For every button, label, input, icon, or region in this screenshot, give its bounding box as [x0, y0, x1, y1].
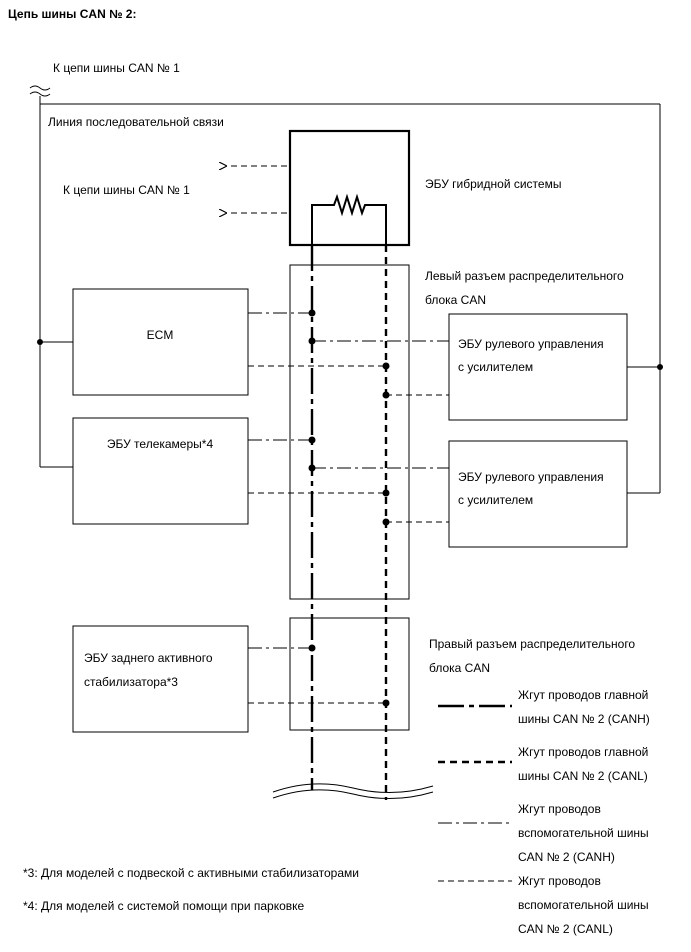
eps-ecu-1-label-1: ЭБУ рулевого управления [458, 337, 604, 351]
break-symbol-bottom [272, 783, 434, 799]
legend-main-canh-1: Жгут проводов главной [518, 688, 648, 702]
legend-main-canl-2: шины CAN № 2 (CANL) [518, 769, 648, 783]
eps-ecu-2-box [448, 440, 628, 548]
hybrid-ecu-box [288, 129, 411, 247]
legend-sub-canh-3: CAN № 2 (CANH) [518, 850, 615, 864]
rear-stab-canl-node [382, 699, 390, 707]
diagram-title: Цепь шины CAN № 2: [8, 7, 136, 21]
hybrid-ecu-label: ЭБУ гибридной системы [425, 177, 561, 191]
serial-junction-ecm [37, 339, 43, 345]
legend-sub-canl-3: CAN № 2 (CANL) [518, 922, 613, 936]
ecm-box [72, 288, 249, 396]
left-junction-box [289, 264, 410, 600]
footnote-4: *4: Для моделей с системой помощи при па… [23, 899, 305, 913]
legend-sub-canh-1: Жгут проводов [518, 802, 601, 816]
break-symbol-top [29, 85, 51, 97]
termination-resistor [311, 193, 387, 250]
rear-stab-ecu-label-2: стабилизатора*3 [84, 675, 178, 689]
eps-ecu-2-label-1: ЭБУ рулевого управления [458, 470, 604, 484]
legend-main-canl-1: Жгут проводов главной [518, 745, 648, 759]
eps-ecu-1-label-2: с усилителем [458, 360, 533, 374]
rear-stab-ecu-box [72, 625, 249, 733]
left-junction-label-2: блока CAN [425, 293, 486, 307]
legend-main-canh-2: шины CAN № 2 (CANH) [518, 712, 650, 726]
eps-ecu-2-label-2: с усилителем [458, 493, 533, 507]
legend-sub-canh-2: вспомогательной шины [518, 826, 649, 840]
camera-ecu-label: ЭБУ телекамеры*4 [107, 437, 214, 451]
eps-ecu-1-box [448, 313, 628, 421]
legend-sub-canl-2: вспомогательной шины [518, 898, 649, 912]
eps2-canh-node [308, 464, 316, 472]
eps1-canh-node [308, 337, 316, 345]
right-junction-label-1: Правый разъем распределительного [429, 637, 635, 651]
left-junction-label-1: Левый разъем распределительного [425, 269, 624, 283]
right-junction-label-2: блока CAN [429, 661, 490, 675]
to-bus1-mid-label: К цепи шины CAN № 1 [63, 183, 190, 197]
camera-canl-node [382, 489, 390, 497]
rear-stab-ecu-label-1: ЭБУ заднего активного [84, 651, 213, 665]
eps1-canl-node [382, 391, 390, 399]
serial-junction-eps [657, 364, 663, 370]
eps2-canl-node [382, 518, 390, 526]
ecm-canh-node [308, 309, 316, 317]
camera-canh-node [308, 436, 316, 444]
right-junction-box [289, 617, 410, 731]
ecm-label: ECM [147, 328, 174, 342]
legend-sub-canl-1: Жгут проводов [518, 874, 601, 888]
to-bus1-top-label: К цепи шины CAN № 1 [53, 61, 180, 75]
footnote-3: *3: Для моделей с подвеской с активными … [23, 866, 359, 880]
rear-stab-canh-node [308, 644, 316, 652]
serial-line-label: Линия последовательной связи [48, 115, 224, 129]
camera-ecu-box [72, 417, 249, 525]
ecm-canl-node [382, 362, 390, 370]
